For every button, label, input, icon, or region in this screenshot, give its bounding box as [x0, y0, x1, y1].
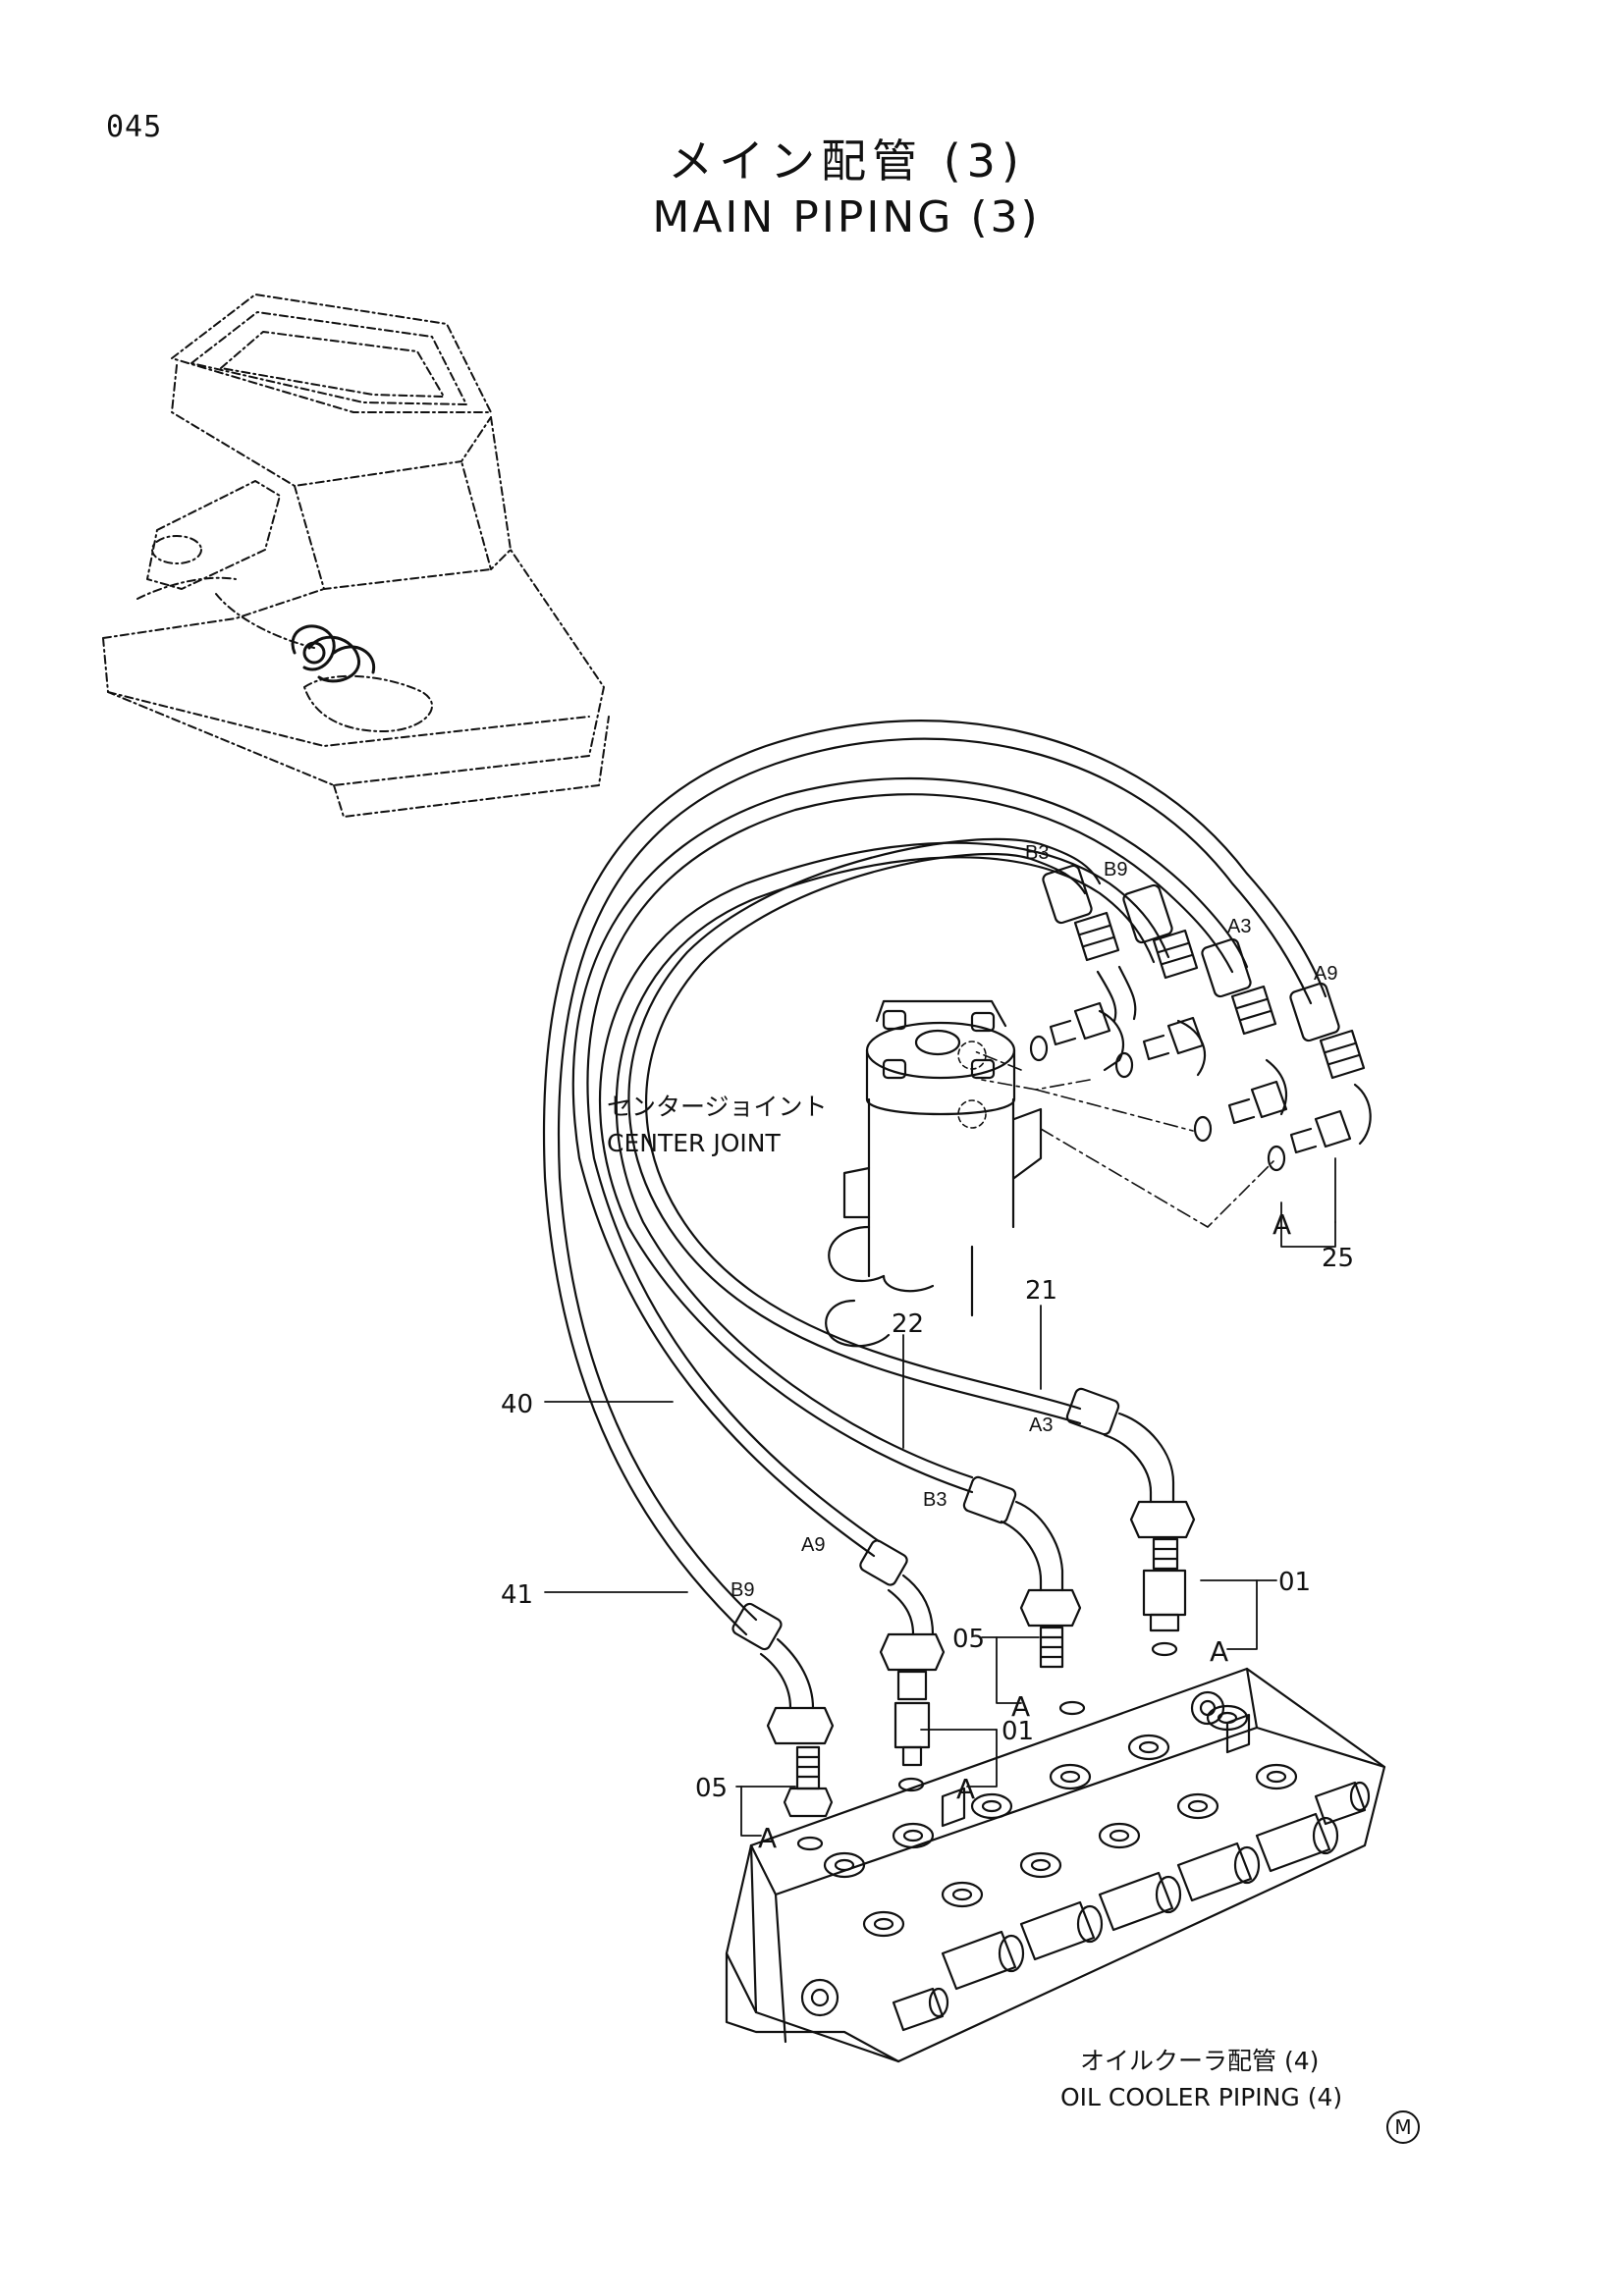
part-number: 25 — [1322, 1244, 1354, 1273]
title-japanese: メイン配管 (3) — [668, 134, 1025, 187]
title-english: MAIN PIPING (3) — [652, 192, 1041, 242]
control-valve — [725, 1667, 1386, 2063]
detail-mark: A — [1210, 1635, 1228, 1668]
detail-mark: A — [758, 1822, 777, 1854]
page-number: 045 — [106, 110, 163, 144]
part-number: 01 — [1278, 1568, 1311, 1597]
upper-fittings — [1029, 864, 1372, 1172]
title-block: メイン配管 (3) MAIN PIPING (3) — [0, 126, 1624, 242]
alignment-lines — [971, 1049, 1277, 1228]
detail-marks: A A A A A — [758, 1208, 1291, 1854]
connection-label: B3 — [1025, 842, 1049, 864]
hose-bundle — [542, 720, 1327, 1636]
part-number-labels: 40 41 22 21 25 01 05 01 05 — [501, 1244, 1354, 1803]
leader-lines — [544, 1157, 1336, 1837]
connection-label: B9 — [731, 1579, 754, 1601]
connection-label: B3 — [923, 1489, 947, 1511]
part-number: 41 — [501, 1580, 533, 1610]
detail-mark: A — [1272, 1208, 1291, 1241]
center-joint — [825, 999, 1043, 1348]
part-number: 01 — [1001, 1717, 1034, 1746]
machine-overview-inset — [102, 294, 610, 818]
highlighted-piping-inset — [291, 624, 376, 683]
detail-mark: A — [1011, 1690, 1030, 1723]
callout-labels: センタージョイント CENTER JOINT オイルクーラ配管 (4) OIL … — [607, 1093, 1342, 2111]
oil-cooler-label-en: OIL COOLER PIPING (4) — [1060, 2083, 1342, 2111]
connection-label: A3 — [1029, 1415, 1053, 1436]
connection-label: A9 — [1314, 963, 1337, 985]
connection-label: A9 — [801, 1534, 825, 1556]
lower-fittings — [731, 1387, 1196, 1851]
manufacturer-mark: M — [1386, 2110, 1420, 2144]
connection-label: B9 — [1104, 859, 1127, 881]
part-number: 22 — [892, 1309, 924, 1339]
detail-mark: A — [956, 1773, 975, 1805]
part-number: 40 — [501, 1390, 533, 1419]
connection-labels: B3 B9 A3 A9 A3 B3 A9 B9 — [731, 842, 1337, 1601]
part-number: 05 — [695, 1774, 728, 1803]
part-number: 05 — [952, 1625, 985, 1654]
oil-cooler-label-jp: オイルクーラ配管 (4) — [1080, 2047, 1319, 2075]
center-joint-label-jp: センタージョイント — [607, 1093, 828, 1121]
center-joint-label-en: CENTER JOINT — [607, 1129, 781, 1157]
part-number: 21 — [1025, 1276, 1057, 1306]
connection-label: A3 — [1227, 916, 1251, 937]
